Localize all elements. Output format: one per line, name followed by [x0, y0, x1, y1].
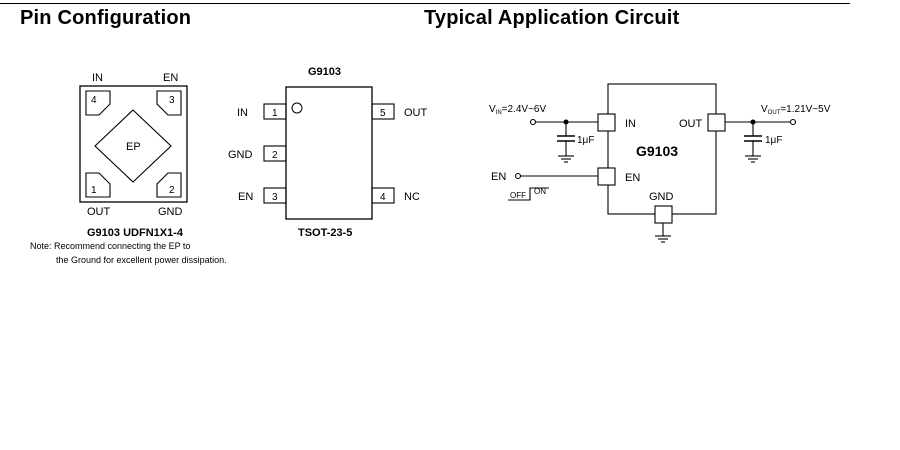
udfn-in-label: IN	[92, 72, 103, 84]
udfn-gnd-label: GND	[158, 206, 183, 218]
tsot-part-label: G9103	[308, 66, 341, 78]
vin-prefix: V	[489, 104, 496, 115]
tsot-pin-1	[263, 103, 287, 120]
tsot-body	[285, 86, 373, 220]
tsot-package-label: TSOT-23-5	[298, 227, 352, 239]
udfn-pad-3	[156, 90, 182, 116]
circuit-chip-name: G9103	[636, 143, 678, 159]
udfn-pin1-number: 1	[91, 185, 97, 196]
switch-on-label: ON	[534, 187, 546, 196]
typical-application-title: Typical Application Circuit	[424, 7, 680, 29]
tsot-pin4-name: NC	[404, 191, 420, 203]
vin-label: VIN=2.4V~6V	[489, 104, 546, 116]
tsot-pin3-name: EN	[238, 191, 253, 203]
cout-value: 1μF	[765, 135, 782, 146]
tsot-pin-3	[263, 187, 287, 204]
tsot-pin-4	[371, 187, 395, 204]
circuit-pin-out	[707, 113, 726, 132]
vout-prefix: V	[761, 104, 768, 115]
vout-label: VOUT=1.21V~5V	[761, 104, 831, 116]
vout-terminal	[789, 118, 797, 126]
circuit-en-label: EN	[625, 172, 640, 184]
tsot-pin-5	[371, 103, 395, 120]
udfn-ep-label: EP	[126, 141, 141, 153]
application-circuit	[508, 83, 797, 243]
circuit-pin-gnd	[654, 205, 673, 224]
en-input-label: EN	[491, 171, 506, 183]
udfn-caption: G9103 UDFN1X1-4	[87, 227, 184, 239]
udfn-pad-1	[85, 172, 111, 198]
pin-configuration-title: Pin Configuration	[20, 7, 192, 29]
tsot-pin5-name: OUT	[404, 107, 428, 119]
udfn-pad-2	[156, 172, 182, 198]
en-terminal	[514, 172, 522, 180]
circuit-in-label: IN	[625, 118, 636, 130]
on-off-step-icon	[508, 187, 549, 201]
circuit-gnd-label: GND	[649, 191, 674, 203]
udfn-package: EP 4 3 1 2 IN EN OUT GND G9103 UDFN1X1-4…	[30, 72, 227, 265]
circuit-pin-en	[597, 167, 616, 186]
tsot-pin5-number: 5	[380, 108, 386, 119]
vin-range: =2.4V~6V	[502, 104, 547, 115]
vout-subscript: OUT	[768, 110, 781, 116]
circuit-out-label: OUT	[679, 118, 703, 130]
cin-value: 1μF	[577, 135, 594, 146]
pin1-marker-icon	[291, 102, 303, 114]
tsot-pin-2	[263, 145, 287, 162]
tsot-pin3-number: 3	[272, 192, 278, 203]
udfn-pad-4	[85, 90, 111, 116]
top-rule	[0, 3, 850, 4]
circuit-pin-in	[597, 113, 616, 132]
tsot-pin4-number: 4	[380, 192, 386, 203]
tsot-pin1-name: IN	[237, 107, 248, 119]
tsot-package: G9103 1 2 3 5 4 IN GND EN OUT NC TSOT-23…	[228, 66, 428, 239]
udfn-pin2-number: 2	[169, 185, 175, 196]
circuit-labels: VIN=2.4V~6V VOUT=1.21V~5V 1μF 1μF IN EN …	[489, 104, 831, 203]
tsot-pin2-number: 2	[272, 150, 278, 161]
udfn-note-line1: Note: Recommend connecting the EP to	[30, 241, 190, 251]
vin-terminal	[529, 118, 537, 126]
udfn-out-label: OUT	[87, 206, 111, 218]
udfn-exposed-pad	[94, 109, 172, 183]
switch-off-label: OFF	[510, 191, 526, 200]
udfn-note-line2: the Ground for excellent power dissipati…	[56, 255, 227, 265]
udfn-pin4-number: 4	[91, 95, 97, 106]
udfn-pin3-number: 3	[169, 95, 175, 106]
udfn-body	[79, 85, 188, 203]
tsot-pin1-number: 1	[272, 108, 278, 119]
vout-range: =1.21V~5V	[780, 104, 830, 115]
tsot-pin2-name: GND	[228, 149, 253, 161]
vin-subscript: IN	[496, 110, 502, 116]
udfn-en-label: EN	[163, 72, 178, 84]
